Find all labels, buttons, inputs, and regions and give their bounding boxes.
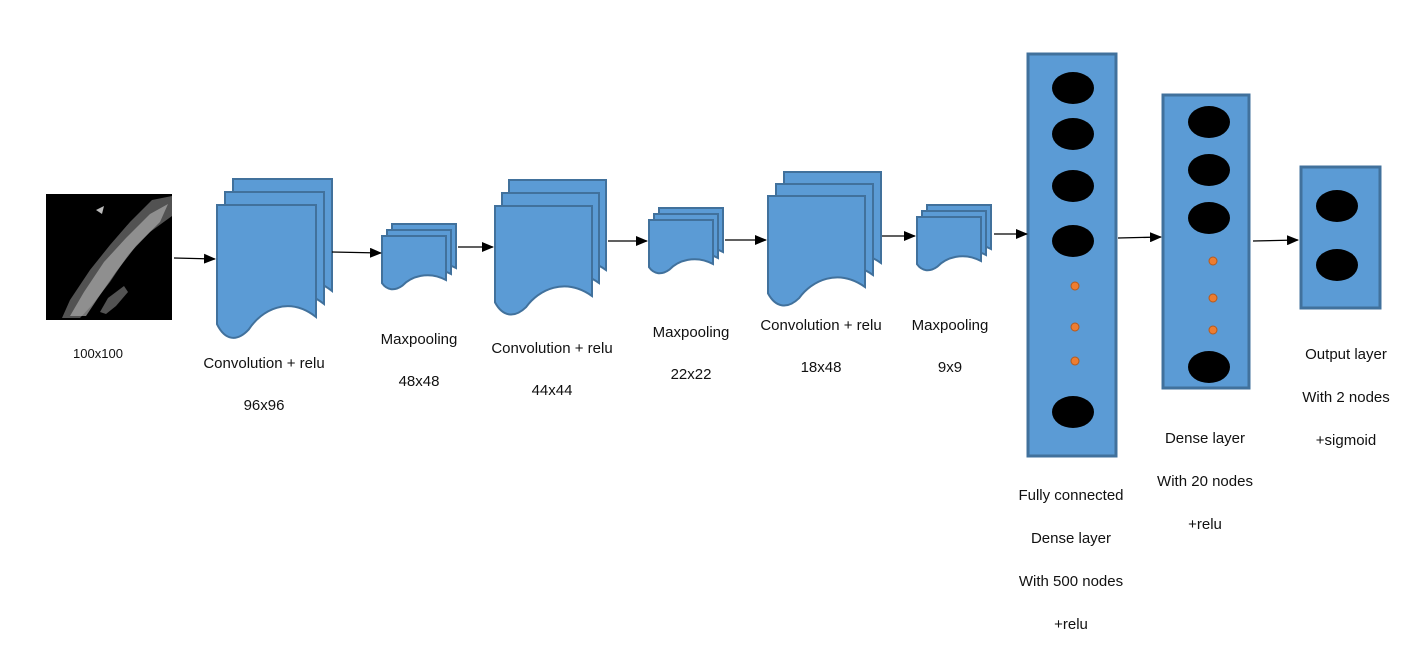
output-line-3: +sigmoid (1315, 432, 1377, 449)
feature-map-front (767, 195, 866, 307)
ellipsis-dot (1208, 325, 1218, 335)
output-layer (1299, 165, 1382, 310)
feature-map-front (916, 216, 982, 272)
layer-block-4 (648, 207, 724, 275)
ellipsis-dot (1070, 356, 1080, 366)
neuron-node (1052, 396, 1094, 428)
layer-5-size: 18x48 (800, 359, 842, 376)
neuron-node (1316, 190, 1358, 222)
layer-1-size: 96x96 (243, 397, 285, 414)
dense2-line-2: With 20 nodes (1157, 473, 1253, 490)
feature-map-front (381, 235, 447, 291)
dense1-line-1: Fully connected (1018, 487, 1124, 504)
ellipsis-dot (1070, 322, 1080, 332)
dense-layer-20-box (1161, 93, 1251, 390)
dense-blocks (1026, 52, 1382, 458)
neuron-node (1188, 351, 1230, 383)
dense1-line-4: +relu (1054, 616, 1088, 633)
flow-arrow-8 (1117, 232, 1162, 243)
neuron-node (1052, 72, 1094, 104)
neuron-node (1052, 225, 1094, 257)
neuron-node (1316, 249, 1358, 281)
dense1-line-2: Dense layer (1030, 530, 1112, 547)
layer-4-name: Maxpooling (652, 324, 730, 341)
layer-3-size: 44x44 (531, 382, 573, 399)
layer-block-3 (494, 179, 607, 316)
layer-3-name: Convolution + relu (491, 340, 613, 357)
neuron-node (1188, 154, 1230, 186)
layer-2-name: Maxpooling (380, 331, 458, 348)
dense-layer-20 (1161, 93, 1251, 390)
output-line-2: With 2 nodes (1302, 389, 1390, 406)
feature-map-front (216, 204, 317, 339)
dense2-line-1: Dense layer (1164, 430, 1246, 447)
neuron-node (1188, 202, 1230, 234)
layer-block-1 (216, 178, 333, 339)
output-layer-box (1299, 165, 1382, 310)
dense1-line-3: With 500 nodes (1018, 573, 1124, 590)
layer-block-2 (381, 223, 457, 291)
flow-arrow-9 (1252, 235, 1299, 246)
ellipsis-dot (1208, 256, 1218, 266)
layer-6-size: 9x9 (937, 359, 963, 376)
flow-arrow-1 (173, 253, 216, 264)
feature-map-front (648, 219, 714, 275)
layer-block-6 (916, 204, 992, 272)
input-xray-image (46, 194, 172, 320)
neuron-node (1188, 106, 1230, 138)
layer-2-size: 48x48 (398, 373, 440, 390)
fully-connected-layer (1026, 52, 1118, 458)
neuron-node (1052, 118, 1094, 150)
neuron-node (1052, 170, 1094, 202)
layer-1-name: Convolution + relu (203, 355, 325, 372)
output-line-1: Output layer (1305, 346, 1387, 363)
layer-5-name: Convolution + relu (760, 317, 882, 334)
arrows (173, 229, 1299, 264)
flow-arrow-2 (331, 247, 382, 258)
dense2-line-3: +relu (1188, 516, 1222, 533)
ellipsis-dot (1070, 281, 1080, 291)
layer-4-size: 22x22 (670, 366, 712, 383)
feature-map-front (494, 205, 593, 316)
input-size-label: 100x100 (73, 346, 123, 361)
layer-blocks (216, 171, 992, 339)
layer-6-name: Maxpooling (911, 317, 989, 334)
ellipsis-dot (1208, 293, 1218, 303)
layer-block-5 (767, 171, 882, 307)
